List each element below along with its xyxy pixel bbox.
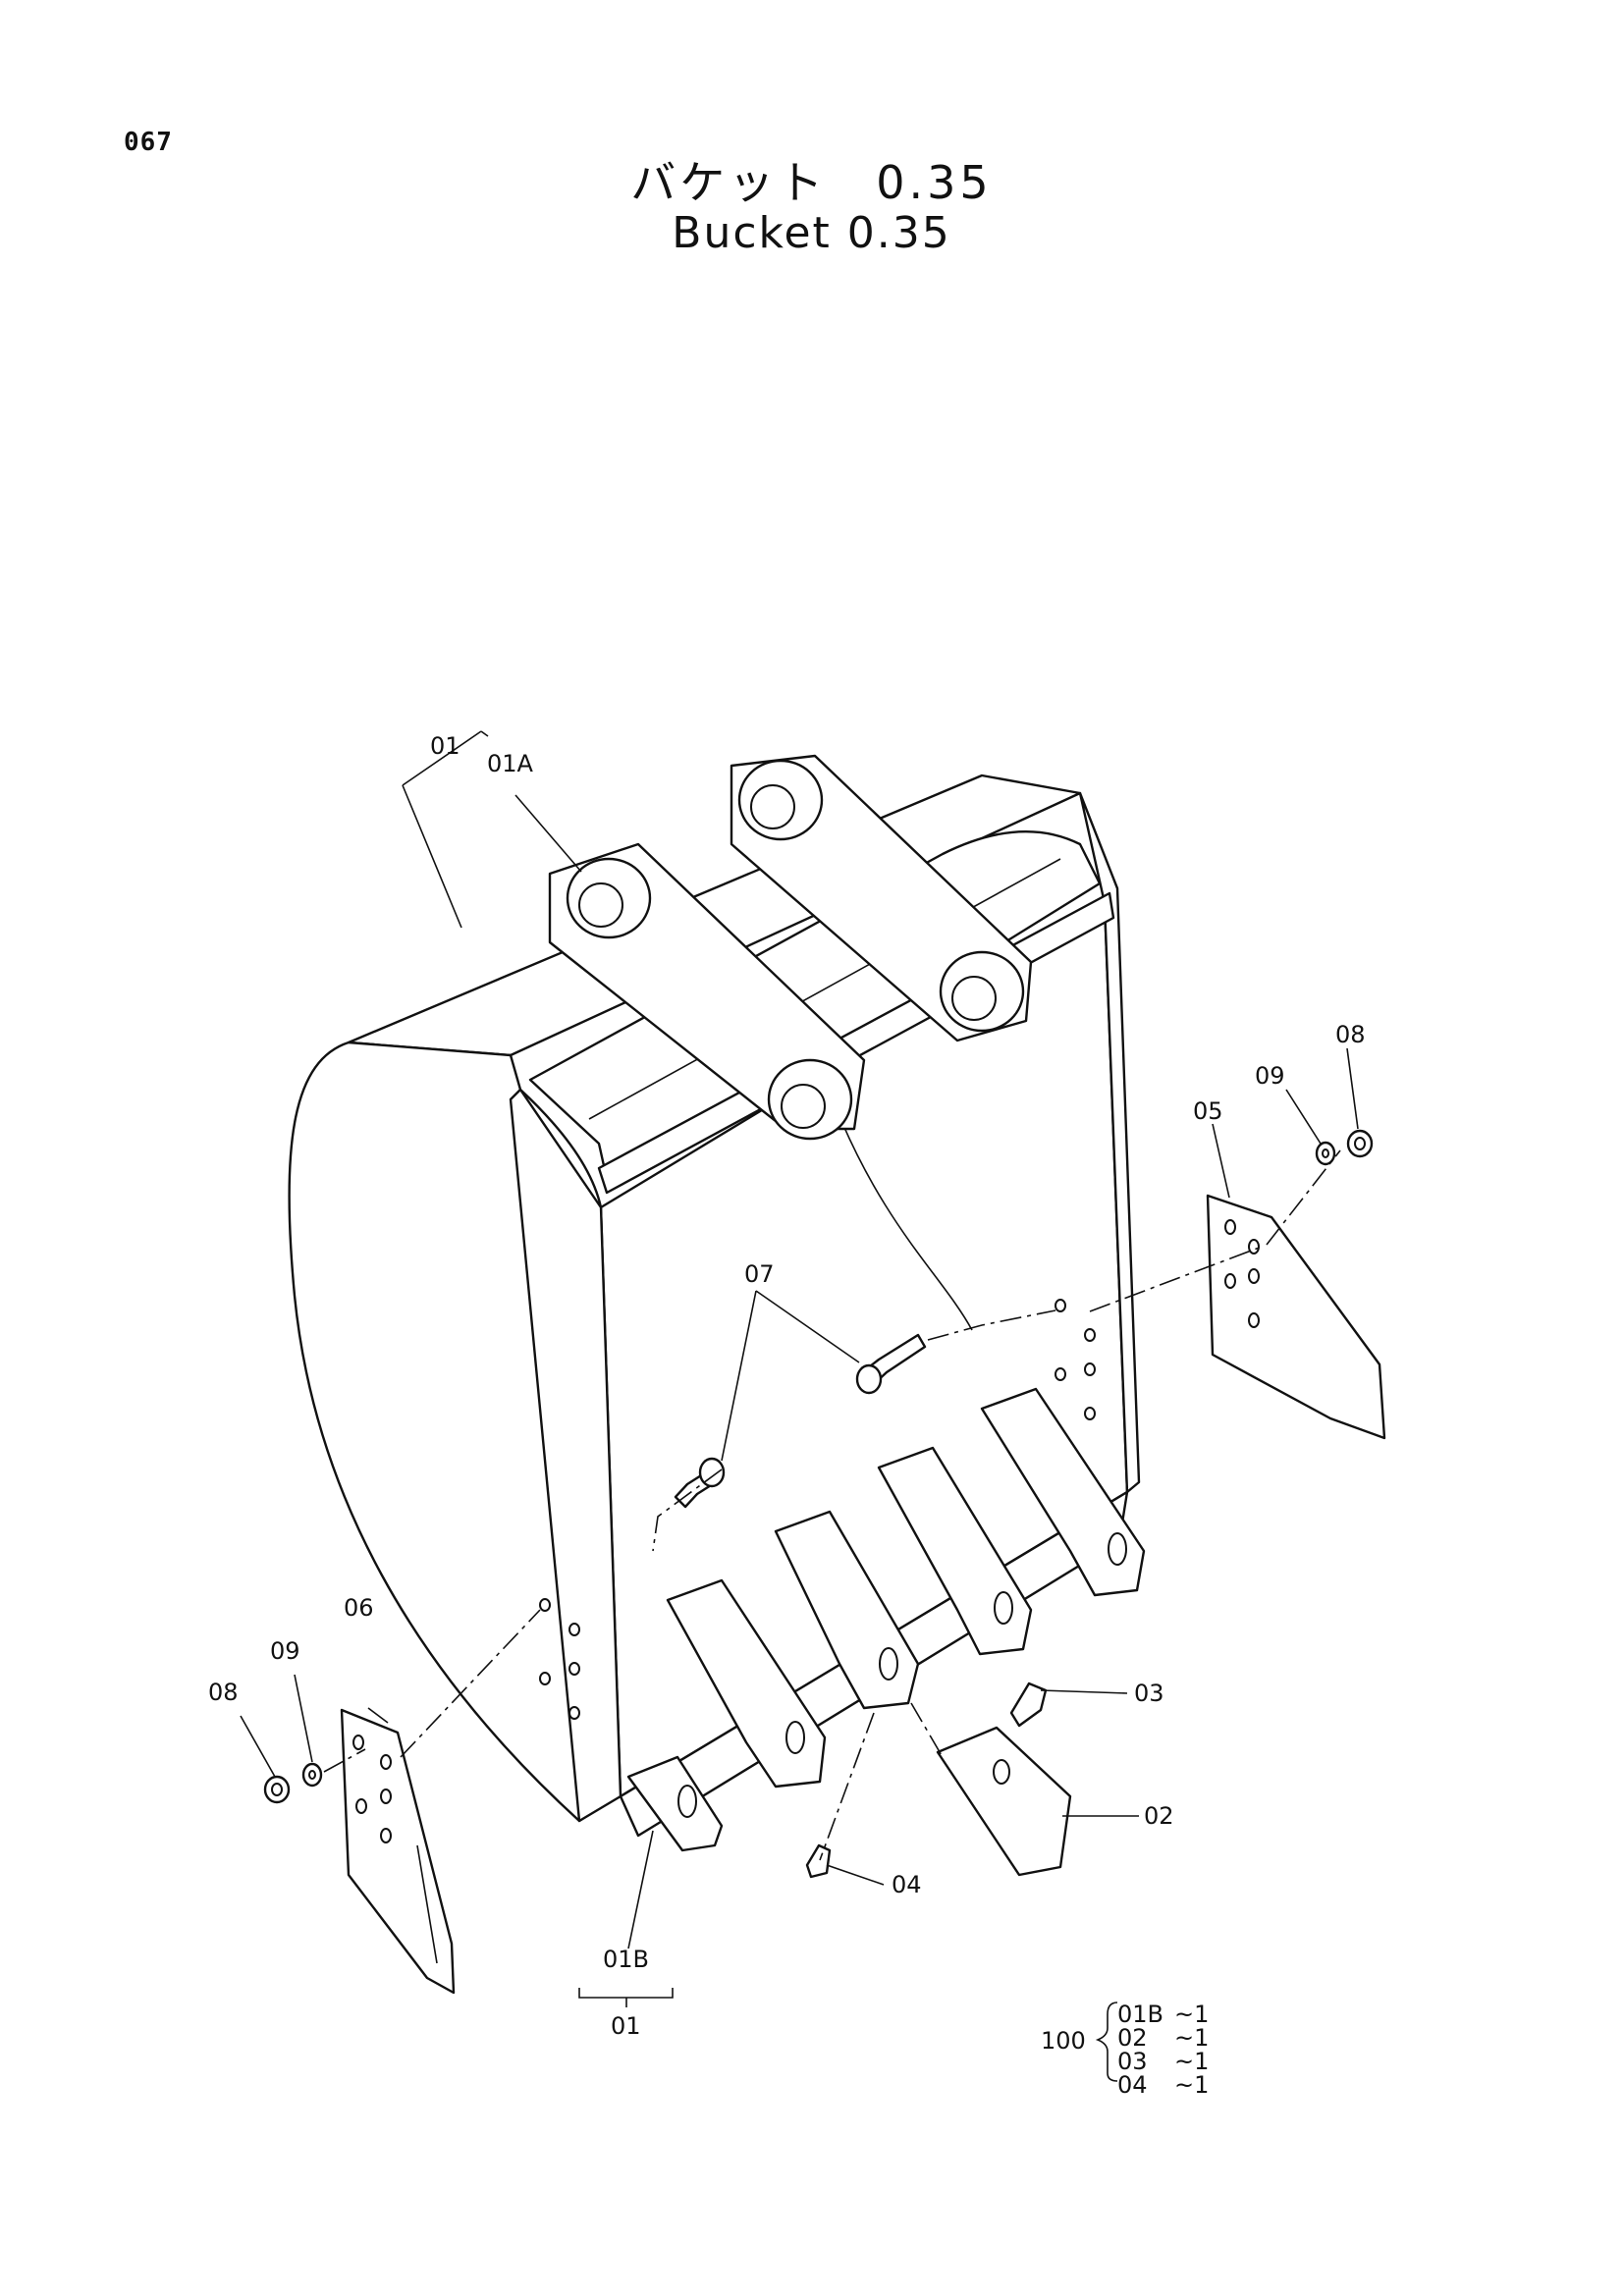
title-english: Bucket 0.35 [672,208,951,258]
kit-table: 100 01B ~1 02 ~1 03 ~1 04 ~1 [1041,2001,1209,2099]
nut-right [1346,1129,1374,1158]
callout-01a: 01A [487,750,534,777]
front-face-holes [539,1299,1096,1720]
kit-part: 02 [1117,2024,1148,2052]
callout-09-left: 09 [270,1637,300,1665]
kit-number: 100 [1041,2027,1086,2055]
side-cutter-left [340,1708,456,1995]
tooth [666,1578,827,1789]
boss-right-lower [939,950,1025,1033]
callout-labels: 01 01A 08 09 05 07 06 09 08 03 02 04 01B… [208,732,1366,2040]
callout-03: 03 [1134,1680,1164,1707]
kit-qty: ~1 [1174,2048,1209,2075]
tooth [774,1510,920,1710]
kit-part: 03 [1117,2048,1148,2075]
bucket-right-edge [1078,791,1141,1494]
callout-06: 06 [344,1594,374,1622]
boss-left-lower [767,1058,853,1141]
callout-01-bottom: 01 [611,2012,641,2040]
bucket-tube-highlight [588,858,1061,1120]
bucket-inner-curve [834,1103,973,1331]
washer-left [301,1762,323,1788]
tooth [980,1387,1146,1597]
bucket-teeth [626,1387,1146,1852]
tooth [877,1446,1033,1656]
title-japanese: バケット 0.35 [630,156,993,209]
kit-qty: ~1 [1174,2001,1209,2028]
bolt-upper [855,1333,927,1395]
leader-lines [240,730,1359,2082]
tooth-lock [805,1843,832,1879]
side-cutter-right [1206,1194,1386,1440]
kit-qty: ~1 [1174,2024,1209,2052]
kit-qty: ~1 [1174,2071,1209,2099]
boss-right-upper [737,759,824,841]
assembly-lines [323,1149,1341,1861]
callout-02: 02 [1144,1802,1174,1830]
washer-right [1315,1141,1336,1166]
kit-part: 04 [1117,2071,1148,2099]
nut-left [263,1775,291,1804]
callout-09-right: 09 [1255,1062,1285,1090]
tooth-point [936,1726,1072,1877]
callout-05: 05 [1193,1097,1223,1125]
callout-01b: 01B [603,1946,649,1973]
callout-08-right: 08 [1335,1021,1366,1048]
tooth [626,1755,724,1852]
callout-08-left: 08 [208,1679,239,1706]
callout-07: 07 [744,1260,775,1288]
kit-part: 01B [1117,2001,1163,2028]
callout-01-top: 01 [430,732,460,760]
callout-04: 04 [892,1871,922,1898]
page-number: 067 [124,128,173,157]
bucket-body [288,774,1141,1838]
tooth-pin [1009,1682,1048,1728]
bucket-front-rim [509,1088,622,1823]
boss-left-upper [566,857,652,939]
bucket-brackets [548,754,1033,1141]
